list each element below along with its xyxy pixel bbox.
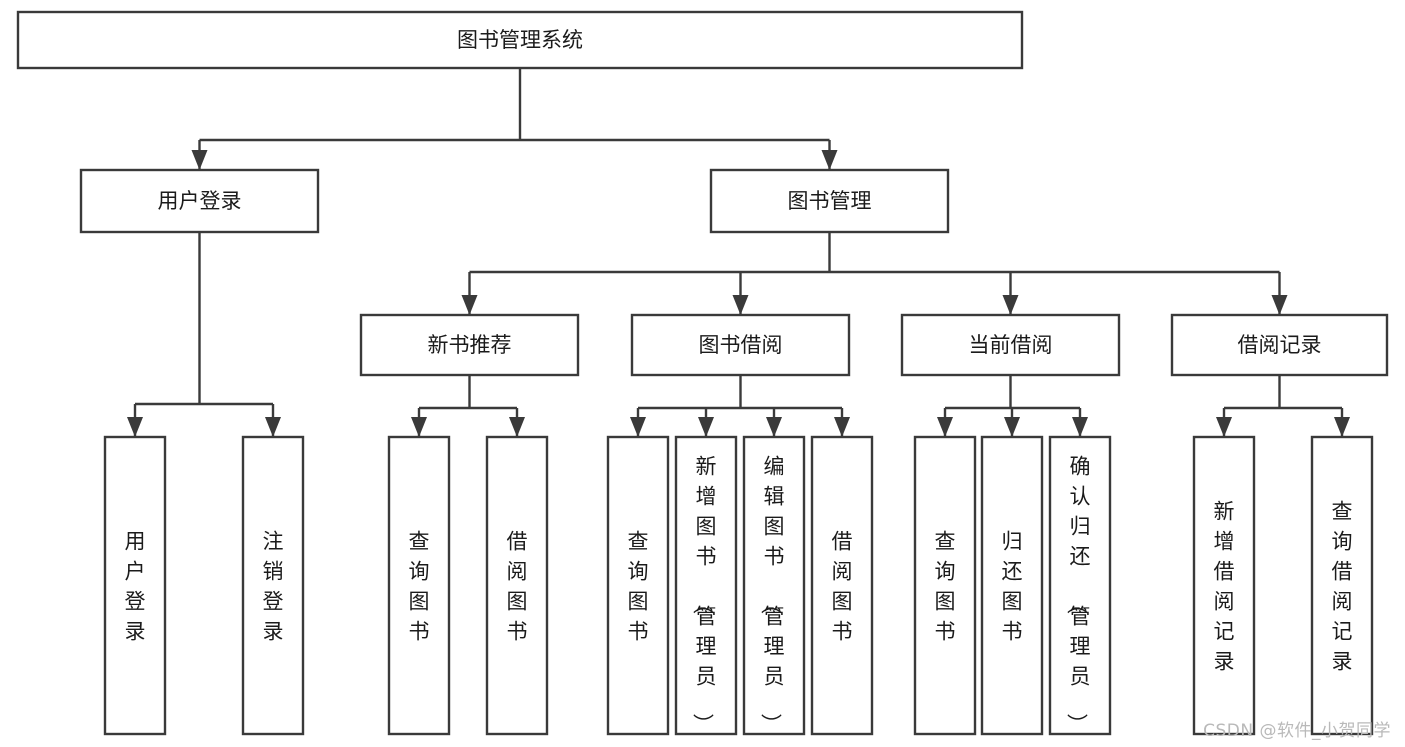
node-leaf-return-book[interactable]: 归还图书 <box>980 435 1044 736</box>
node-leaf-query-book-1[interactable]: 查询图书 <box>387 435 451 736</box>
node-leaf-query-book-3[interactable]: 查询图书 <box>913 435 977 736</box>
csdn-watermark: CSDN @软件_小贺同学 <box>1203 721 1391 741</box>
node-box-user-login[interactable] <box>79 168 320 234</box>
node-box-leaf-user-login[interactable] <box>103 435 167 736</box>
node-box-leaf-borrow-book-1[interactable] <box>485 435 549 736</box>
node-label-leaf-edit-book: 编辑图书（管理员） <box>759 454 785 734</box>
node-box-leaf-query-record[interactable] <box>1310 435 1374 736</box>
arrow-head-icon <box>698 417 714 437</box>
node-label-leaf-confirm-return: 确认归还（管理员） <box>1065 454 1091 734</box>
node-label-leaf-query-book-1: 查询图书 <box>409 529 430 643</box>
node-label-current-borrow: 当前借阅 <box>969 333 1053 357</box>
node-label-leaf-return-book: 归还图书 <box>1002 529 1023 643</box>
node-box-book-manage[interactable] <box>709 168 950 234</box>
arrow-head-icon <box>1004 417 1020 437</box>
node-leaf-logout[interactable]: 注销登录 <box>241 435 305 736</box>
node-root[interactable]: 图书管理系统 <box>16 10 1024 70</box>
connectors-layer <box>127 68 1350 437</box>
node-box-leaf-query-book-1[interactable] <box>387 435 451 736</box>
arrow-head-icon <box>461 295 478 315</box>
arrow-head-icon <box>127 417 143 437</box>
arrow-head-icon <box>766 417 782 437</box>
arrow-head-icon <box>937 417 953 437</box>
node-leaf-query-book-2[interactable]: 查询图书 <box>606 435 670 736</box>
node-box-leaf-query-book-3[interactable] <box>913 435 977 736</box>
arrow-head-icon <box>821 150 838 170</box>
node-box-leaf-confirm-return[interactable] <box>1048 435 1112 736</box>
arrow-head-icon <box>1072 417 1088 437</box>
node-box-leaf-add-book[interactable] <box>674 435 738 736</box>
node-box-root[interactable] <box>16 10 1024 70</box>
node-label-book-manage: 图书管理 <box>788 189 872 213</box>
node-label-leaf-borrow-book-2: 借阅图书 <box>832 529 853 643</box>
arrow-head-icon <box>411 417 427 437</box>
node-box-new-book-rec[interactable] <box>359 313 580 377</box>
node-box-leaf-logout[interactable] <box>241 435 305 736</box>
node-label-borrow-record: 借阅记录 <box>1238 333 1322 357</box>
node-label-leaf-borrow-book-1: 借阅图书 <box>507 529 528 643</box>
node-label-leaf-logout: 注销登录 <box>263 529 284 643</box>
node-box-leaf-borrow-book-2[interactable] <box>810 435 874 736</box>
arrow-head-icon <box>1216 417 1232 437</box>
node-box-current-borrow[interactable] <box>900 313 1121 377</box>
node-label-leaf-query-book-2: 查询图书 <box>628 529 649 643</box>
node-leaf-user-login[interactable]: 用户登录 <box>103 435 167 736</box>
node-label-root: 图书管理系统 <box>457 28 583 52</box>
node-leaf-borrow-book-2[interactable]: 借阅图书 <box>810 435 874 736</box>
node-leaf-borrow-book-1[interactable]: 借阅图书 <box>485 435 549 736</box>
node-leaf-add-book[interactable]: 新增图书（管理员） <box>674 435 738 736</box>
node-label-new-book-rec: 新书推荐 <box>428 333 512 357</box>
arrow-head-icon <box>630 417 646 437</box>
arrow-head-icon <box>191 150 208 170</box>
node-book-manage[interactable]: 图书管理 <box>709 168 950 234</box>
node-box-leaf-query-book-2[interactable] <box>606 435 670 736</box>
node-box-leaf-edit-book[interactable] <box>742 435 806 736</box>
arrow-head-icon <box>265 417 281 437</box>
arrow-head-icon <box>732 295 749 315</box>
node-leaf-confirm-return[interactable]: 确认归还（管理员） <box>1048 435 1112 736</box>
node-new-book-rec[interactable]: 新书推荐 <box>359 313 580 377</box>
node-current-borrow[interactable]: 当前借阅 <box>900 313 1121 377</box>
node-box-leaf-add-record[interactable] <box>1192 435 1256 736</box>
node-box-book-borrow[interactable] <box>630 313 851 377</box>
arrow-head-icon <box>1271 295 1288 315</box>
arrow-head-icon <box>1334 417 1350 437</box>
node-borrow-record[interactable]: 借阅记录 <box>1170 313 1389 377</box>
node-leaf-query-record[interactable]: 查询借阅记录 <box>1310 435 1374 736</box>
node-label-leaf-user-login: 用户登录 <box>125 529 146 643</box>
node-leaf-add-record[interactable]: 新增借阅记录 <box>1192 435 1256 736</box>
node-leaf-edit-book[interactable]: 编辑图书（管理员） <box>742 435 806 736</box>
node-label-leaf-query-record: 查询借阅记录 <box>1332 499 1353 673</box>
arrow-head-icon <box>1002 295 1019 315</box>
arrow-head-icon <box>509 417 525 437</box>
node-label-leaf-query-book-3: 查询图书 <box>935 529 956 643</box>
arrow-head-icon <box>834 417 850 437</box>
node-user-login[interactable]: 用户登录 <box>79 168 320 234</box>
node-label-leaf-add-book: 新增图书（管理员） <box>691 454 717 734</box>
node-label-book-borrow: 图书借阅 <box>699 333 783 357</box>
nodes-layer: 图书管理系统用户登录图书管理新书推荐图书借阅当前借阅借阅记录用户登录注销登录查询… <box>16 10 1389 736</box>
node-box-borrow-record[interactable] <box>1170 313 1389 377</box>
node-book-borrow[interactable]: 图书借阅 <box>630 313 851 377</box>
node-label-leaf-add-record: 新增借阅记录 <box>1214 499 1235 673</box>
node-label-user-login: 用户登录 <box>158 189 242 213</box>
node-box-leaf-return-book[interactable] <box>980 435 1044 736</box>
